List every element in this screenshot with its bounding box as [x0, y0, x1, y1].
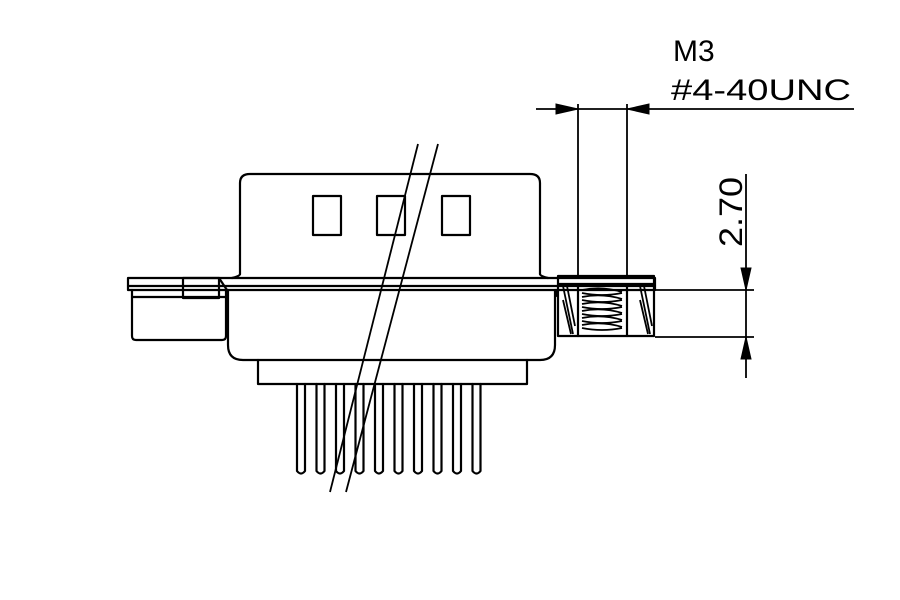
arrow-left — [626, 103, 650, 115]
connector-shroud — [230, 172, 550, 280]
thread-helix — [581, 287, 623, 331]
arrow-right — [555, 103, 579, 115]
pin — [373, 382, 385, 475]
pin — [432, 382, 443, 475]
height-dimension — [655, 174, 754, 378]
pin — [354, 382, 365, 475]
pin — [315, 382, 326, 475]
pin — [412, 382, 424, 475]
contact-window — [311, 194, 343, 237]
flange-tab — [181, 276, 221, 300]
arrow-down — [740, 267, 752, 291]
callout-thread-spec: #4-40UNC — [671, 74, 851, 107]
threaded-insert — [556, 274, 656, 338]
connector-flange — [126, 276, 657, 300]
pin — [471, 382, 482, 475]
pcb-pins — [295, 382, 482, 475]
dimension-label: 2.70 — [713, 177, 749, 247]
thread-width-dimension — [536, 103, 854, 276]
callout-m3: M3 — [673, 35, 715, 68]
thread-line — [581, 287, 623, 331]
pin — [451, 382, 463, 475]
arrow-up — [740, 336, 752, 360]
connector-body — [226, 288, 557, 386]
contact-window — [375, 194, 407, 237]
contact-window — [440, 194, 472, 237]
break-line — [329, 143, 439, 493]
pin — [393, 382, 404, 475]
pin — [295, 382, 307, 475]
left-clip — [130, 288, 228, 342]
